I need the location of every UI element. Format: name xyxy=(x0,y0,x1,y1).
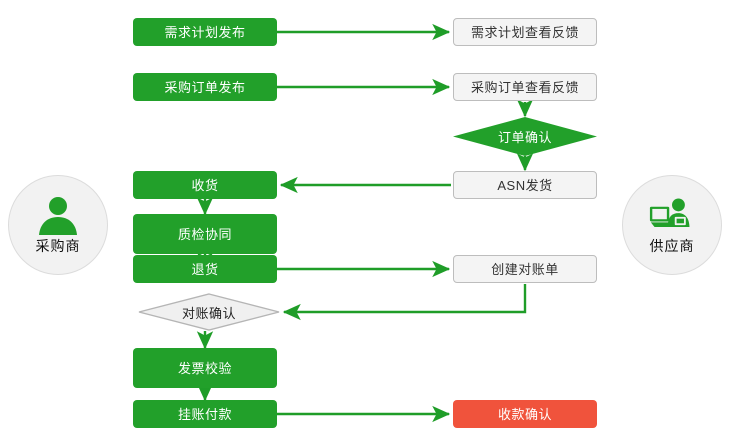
diamond-shape xyxy=(138,293,280,331)
node-quality-collaboration[interactable]: 质检协同 xyxy=(133,214,277,254)
node-demand-plan-publish[interactable]: 需求计划发布 xyxy=(133,18,277,46)
node-label: 退货 xyxy=(191,261,219,277)
actor-buyer: 采购商 xyxy=(8,175,108,275)
node-label: 收货 xyxy=(191,177,219,193)
node-payment-confirm[interactable]: 收款确认 xyxy=(453,400,597,428)
actor-buyer-label: 采购商 xyxy=(35,237,81,254)
person-at-computer-icon xyxy=(649,197,690,227)
node-purchase-order-feedback[interactable]: 采购订单查看反馈 xyxy=(453,73,597,101)
node-order-confirm[interactable]: 订单确认 xyxy=(453,117,597,156)
node-label: 发票校验 xyxy=(177,360,232,376)
node-label: 创建对账单 xyxy=(491,261,559,277)
node-label: 采购订单查看反馈 xyxy=(470,79,579,95)
node-create-statement[interactable]: 创建对账单 xyxy=(453,255,597,283)
node-invoice-verify[interactable]: 发票校验 xyxy=(133,348,277,388)
diamond-shape xyxy=(453,117,597,156)
node-statement-confirm[interactable]: 对账确认 xyxy=(138,293,280,331)
node-label: 订单确认 xyxy=(497,130,552,145)
node-goods-receipt[interactable]: 收货 xyxy=(133,171,277,199)
node-purchase-order-publish[interactable]: 采购订单发布 xyxy=(133,73,277,101)
node-label: 质检协同 xyxy=(177,226,232,242)
node-label: 挂账付款 xyxy=(177,406,232,422)
node-label: ASN发货 xyxy=(497,177,553,193)
node-return-goods[interactable]: 退货 xyxy=(133,255,277,283)
node-label: 对账确认 xyxy=(181,305,236,321)
actor-supplier-label: 供应商 xyxy=(649,237,695,254)
node-label: 需求计划查看反馈 xyxy=(470,24,579,40)
node-payable-payment[interactable]: 挂账付款 xyxy=(133,400,277,428)
connector-statement-to-confirm xyxy=(282,284,527,321)
node-label: 收款确认 xyxy=(497,406,552,422)
person-icon xyxy=(39,196,77,235)
node-label: 采购订单发布 xyxy=(164,79,246,95)
actor-supplier: 供应商 xyxy=(622,175,722,275)
node-asn-shipment[interactable]: ASN发货 xyxy=(453,171,597,199)
node-demand-plan-feedback[interactable]: 需求计划查看反馈 xyxy=(453,18,597,46)
node-label: 需求计划发布 xyxy=(164,24,246,40)
